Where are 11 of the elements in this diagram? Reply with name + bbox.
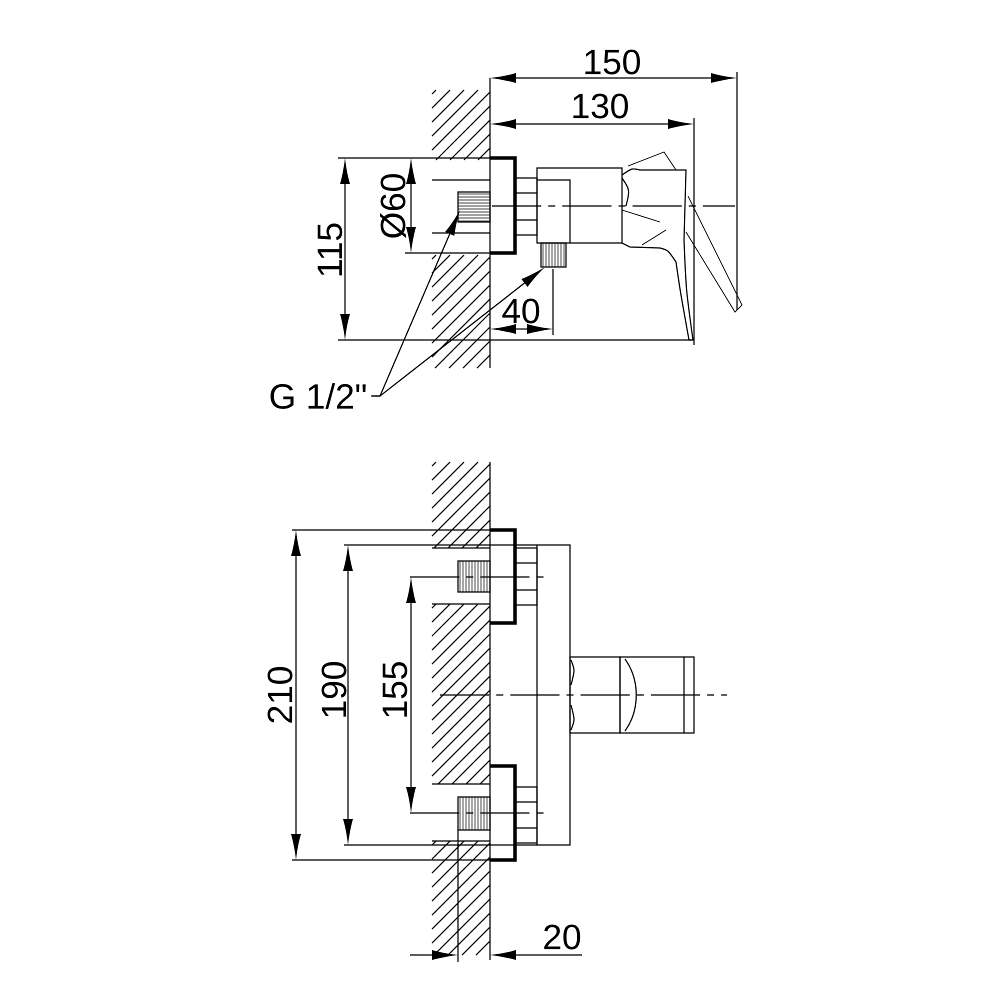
dimension-label: 115 (318, 223, 342, 276)
thread-drawing (540, 242, 567, 268)
dimension-label: 150 (585, 50, 640, 74)
dimension-label: 130 (573, 94, 628, 118)
dimension-label: 20 (544, 924, 580, 950)
thread-drawing (457, 191, 491, 223)
callout-label: G 1/2" (270, 383, 366, 409)
dimension-label: 190 (322, 662, 346, 717)
dimension-label: 40 (502, 298, 540, 324)
dimension-label: 155 (382, 662, 408, 717)
dimension-label: 210 (268, 667, 292, 723)
